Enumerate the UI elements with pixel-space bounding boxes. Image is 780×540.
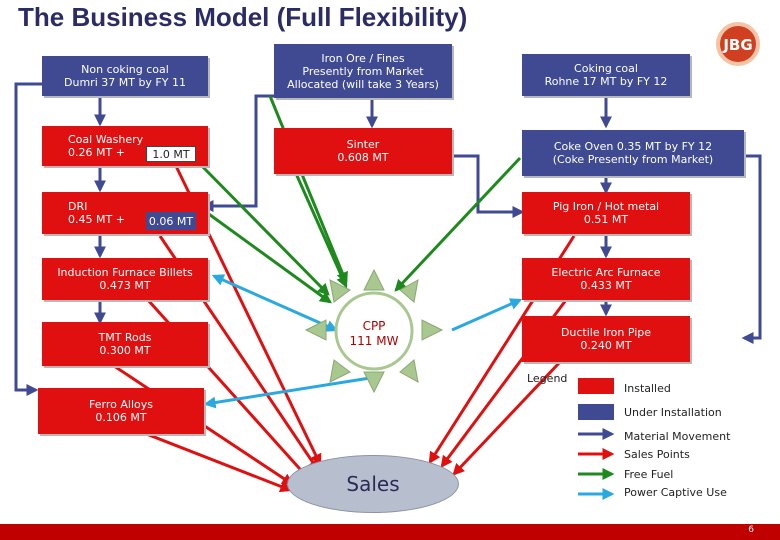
- power-arrow-ferro: [203, 376, 371, 409]
- box-coking-coal: Coking coal Rohne 17 MT by FY 12: [522, 54, 690, 96]
- box-sinter: Sinter 0.608 MT: [274, 128, 452, 174]
- box-ferro-alloys: Ferro Alloys 0.106 MT: [38, 388, 204, 434]
- box-coal-washery-extra: 1.0 MT: [146, 146, 196, 162]
- sales-arrow-ferro: [125, 424, 293, 493]
- legend-power-label: Power Captive Use: [624, 486, 727, 499]
- jbg-logo: JBG: [716, 22, 760, 66]
- fuel-arrow-cokeoven: [394, 156, 522, 292]
- fuel-arrow-dri: [205, 210, 332, 304]
- page-number: 6: [748, 525, 754, 535]
- legend-swatch-installed: [578, 378, 614, 394]
- legend-swatch-under-installation: [578, 404, 614, 420]
- legend-material-label: Material Movement: [624, 430, 731, 443]
- legend-installed-label: Installed: [624, 382, 671, 395]
- box-ductile-iron-pipe: Ductile Iron Pipe 0.240 MT: [522, 316, 690, 362]
- legend-title: Legend: [527, 372, 568, 385]
- legend-fuel-label: Free Fuel: [624, 468, 674, 481]
- arrow-ironore-to-dri: [201, 94, 290, 212]
- box-tmt-rods: TMT Rods 0.300 MT: [42, 322, 208, 366]
- logo-text: JBG: [722, 36, 752, 54]
- power-arrow-induction: [211, 274, 339, 332]
- box-iron-ore: Iron Ore / Fines Presently from Market A…: [274, 44, 452, 98]
- sales-arrow-ductile: [452, 360, 562, 476]
- fuel-arrow-ironore: [268, 95, 348, 285]
- box-non-coking-coal: Non coking coal Dumri 37 MT by FY 11: [42, 56, 208, 96]
- fuel-arrow-washery: [194, 158, 330, 296]
- sales-ellipse: Sales: [287, 455, 459, 513]
- cpp-sun-rays: [304, 268, 444, 394]
- cpp-sun-core: [334, 291, 414, 371]
- box-dri-extra: 0.06 MT: [146, 212, 196, 230]
- arrow-noncoking-to-ferro: [14, 82, 42, 396]
- box-pig-iron: Pig Iron / Hot metal 0.51 MT: [522, 192, 690, 234]
- box-coke-oven: Coke Oven 0.35 MT by FY 12 (Coke Present…: [522, 130, 744, 176]
- box-electric-arc-furnace: Electric Arc Furnace 0.433 MT: [522, 258, 690, 300]
- box-induction-furnace: Induction Furnace Billets 0.473 MT: [42, 258, 208, 300]
- legend-sales-label: Sales Points: [624, 448, 690, 461]
- arrow-sinter-to-pigiron: [450, 154, 525, 218]
- legend-arrows: [578, 428, 615, 500]
- cpp-label: CPP 111 MW: [349, 319, 399, 348]
- arrow-cokeoven-to-ductile: [741, 154, 762, 344]
- fuel-arrow-sinter: [288, 159, 348, 289]
- page-title: The Business Model (Full Flexibility): [18, 2, 468, 32]
- footer-bar: 6: [0, 524, 780, 540]
- power-arrow-ductile: [451, 298, 523, 332]
- legend-under-installation-label: Under Installation: [624, 406, 722, 419]
